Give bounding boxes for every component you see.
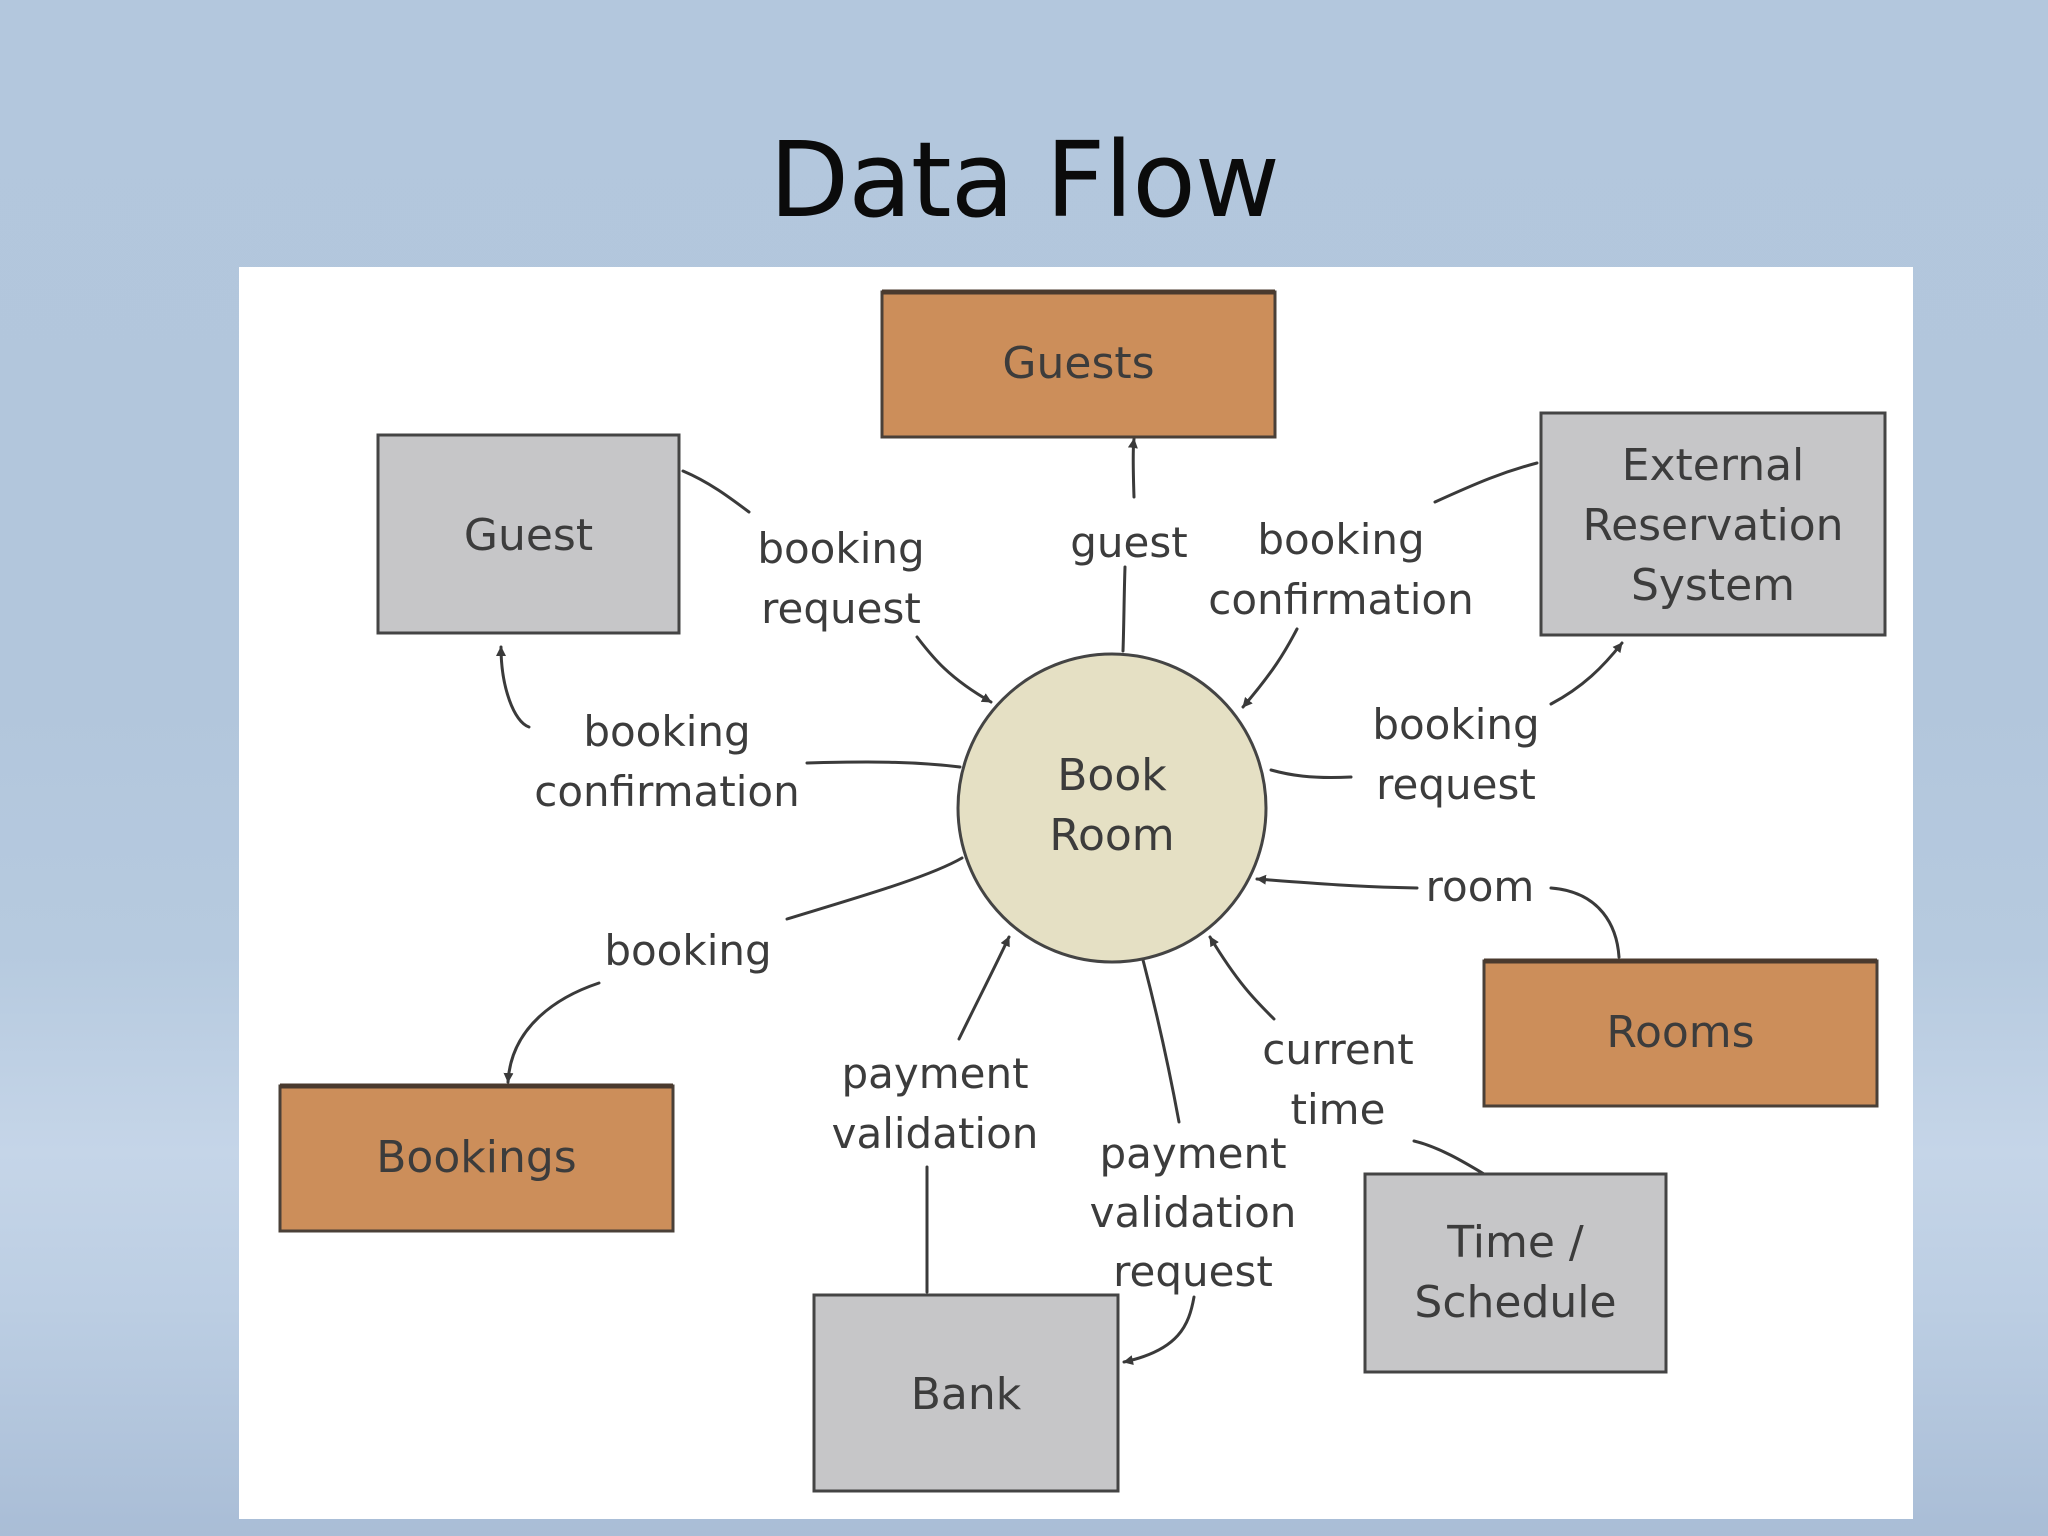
flow-label-line: payment [1099,1129,1286,1178]
data-store-guests-label: Guests [1002,338,1154,389]
flow-line-booking-confirmation-to-guest-a [805,760,962,769]
flow-label-current-time: current time [1262,1025,1414,1134]
external-entity-time-schedule: Time / Schedule [1363,1172,1668,1374]
flow-label-line: booking [583,707,750,756]
flow-label-line: request [1113,1247,1273,1296]
data-store-bookings: Bookings [278,1083,675,1233]
flow-line-guest-to-guests-b [1127,437,1138,499]
diagram-panel: Guests Rooms Bookings Guest External Res… [239,267,1913,1519]
data-flow-diagram: Guests Rooms Bookings Guest External Res… [278,289,1887,1493]
flow-label-booking: booking [604,926,771,975]
flow-label-line: payment [841,1049,1028,1098]
flow-label-booking-request-from-guest: booking request [757,524,924,633]
flow-label-payment-validation-request: payment validation request [1090,1129,1297,1296]
flow-line-payment-validation-b [957,935,1011,1041]
external-entity-guest: Guest [376,433,681,635]
slide-title: Data Flow [769,119,1280,241]
external-entity-line-3: System [1631,560,1795,611]
flow-label-guest-to-guests: guest [1070,518,1187,567]
flow-line-booking-confirmation-from-external-b [1241,627,1299,709]
flow-label-payment-validation: payment validation [832,1049,1039,1158]
data-store-guests: Guests [880,289,1277,439]
flow-line-guest-to-guests-a [1121,565,1127,653]
flow-line-booking-request-from-guest-a [681,469,751,514]
data-store-rooms-label: Rooms [1606,1007,1754,1058]
flow-label-line: request [761,584,921,633]
external-entity-time-line-2: Schedule [1414,1277,1616,1328]
external-entity-guest-label: Guest [464,510,593,561]
external-entity-line-2: Reservation [1582,500,1843,551]
flow-line-payment-validation-request-a [1141,958,1181,1124]
flow-label-line: confirmation [534,767,800,816]
flow-line-room-a [1549,886,1621,959]
flow-label-room: room [1426,862,1535,911]
flow-label-line: guest [1070,518,1187,567]
process-book-room: Book Room [956,652,1268,964]
external-entity-bank: Bank [812,1293,1120,1493]
flow-label-line: validation [1090,1188,1297,1237]
data-store-rooms: Rooms [1482,958,1879,1108]
flow-label-line: validation [832,1109,1039,1158]
flow-line-current-time-a [1412,1139,1486,1176]
flow-label-line: booking [604,926,771,975]
external-entity-bank-label: Bank [911,1369,1022,1420]
flow-label-line: current [1262,1025,1414,1074]
flow-line-booking-confirmation-from-external-a [1433,461,1539,504]
flow-line-room-b [1255,874,1419,890]
flow-line-booking-confirmation-to-guest-b [496,645,531,729]
flow-label-booking-request-to-external: booking request [1372,700,1539,809]
flow-label-booking-confirmation-to-guest: booking confirmation [534,707,800,816]
flow-line-booking-b [503,981,601,1084]
external-entity-line-1: External [1622,440,1805,491]
flow-label-line: time [1291,1085,1386,1134]
data-store-bookings-label: Bookings [376,1132,576,1183]
flow-label-line: booking [1372,700,1539,749]
flow-line-booking-a [785,856,964,921]
process-label-line-1: Book [1057,750,1167,801]
flow-label-line: request [1376,760,1536,809]
flow-line-current-time-b [1208,935,1276,1021]
flow-label-line: booking [757,524,924,573]
flow-label-booking-confirmation-from-external: booking confirmation [1208,515,1474,624]
process-label-line-2: Room [1049,810,1174,861]
external-entity-time-line-1: Time / [1446,1217,1584,1268]
flow-label-line: booking [1257,515,1424,564]
flow-line-payment-validation-request-b [1122,1295,1196,1365]
external-entity-external-reservation-system: External Reservation System [1539,411,1887,637]
flow-line-booking-request-to-external-b [1549,641,1624,706]
flow-line-booking-request-from-guest-b [915,635,993,704]
flow-line-booking-request-to-external-a [1269,768,1353,780]
flow-label-line: confirmation [1208,575,1474,624]
flow-label-line: room [1426,862,1535,911]
